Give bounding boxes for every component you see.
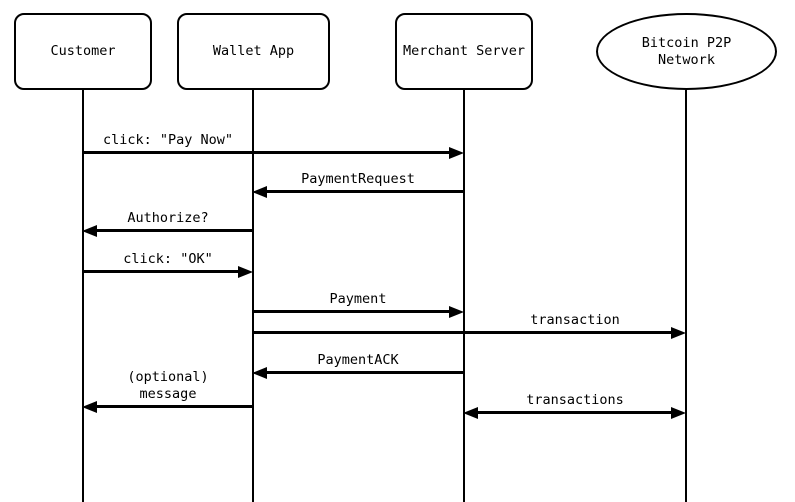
participant-box-merchant-server: Merchant Server [395, 13, 533, 90]
message-label-click-ok: click: "OK" [123, 251, 213, 267]
message-line-click-ok [83, 270, 239, 273]
message-line-click-pay-now [83, 151, 450, 154]
lifeline-customer [82, 90, 84, 502]
arrowhead-left-icon [82, 225, 97, 237]
message-line-optional-message [96, 405, 253, 408]
message-label-transaction: transaction [530, 312, 620, 328]
lifeline-merchant-server [463, 90, 465, 502]
participant-label-bitcoin-p2p-network: Bitcoin P2P Network [641, 34, 732, 68]
message-label-paymentrequest: PaymentRequest [301, 171, 415, 187]
message-label-click-pay-now: click: "Pay Now" [102, 132, 234, 148]
message-line-paymentack [266, 371, 464, 374]
arrowhead-left-icon [82, 401, 97, 413]
message-line-paymentrequest [266, 190, 464, 193]
lifeline-wallet-app [252, 90, 254, 502]
message-label-paymentack: PaymentACK [317, 352, 399, 368]
message-label-optional-message: (optional) message [127, 369, 209, 402]
arrowhead-left-icon [252, 186, 267, 198]
arrowhead-right-icon [449, 306, 464, 318]
message-line-transactions [477, 411, 672, 414]
lifeline-bitcoin-p2p-network [685, 90, 687, 502]
participant-label-wallet-app: Wallet App [212, 43, 295, 59]
message-line-authorize [96, 229, 253, 232]
participant-label-merchant-server: Merchant Server [403, 43, 525, 59]
arrowhead-right-icon [671, 327, 686, 339]
participant-box-bitcoin-p2p-network: Bitcoin P2P Network [596, 13, 777, 90]
arrowhead-right-icon [238, 266, 253, 278]
participant-box-customer: Customer [14, 13, 152, 90]
message-label-authorize: Authorize? [127, 210, 209, 226]
arrowhead-right-icon [449, 147, 464, 159]
arrowhead-left-icon [463, 407, 478, 419]
participant-label-customer: Customer [50, 43, 116, 59]
message-label-payment: Payment [329, 291, 387, 307]
arrowhead-left-icon [252, 367, 267, 379]
arrowhead-right-icon [671, 407, 686, 419]
message-label-transactions: transactions [526, 392, 624, 408]
message-line-payment [253, 310, 450, 313]
message-line-transaction [253, 331, 672, 334]
participant-box-wallet-app: Wallet App [177, 13, 330, 90]
